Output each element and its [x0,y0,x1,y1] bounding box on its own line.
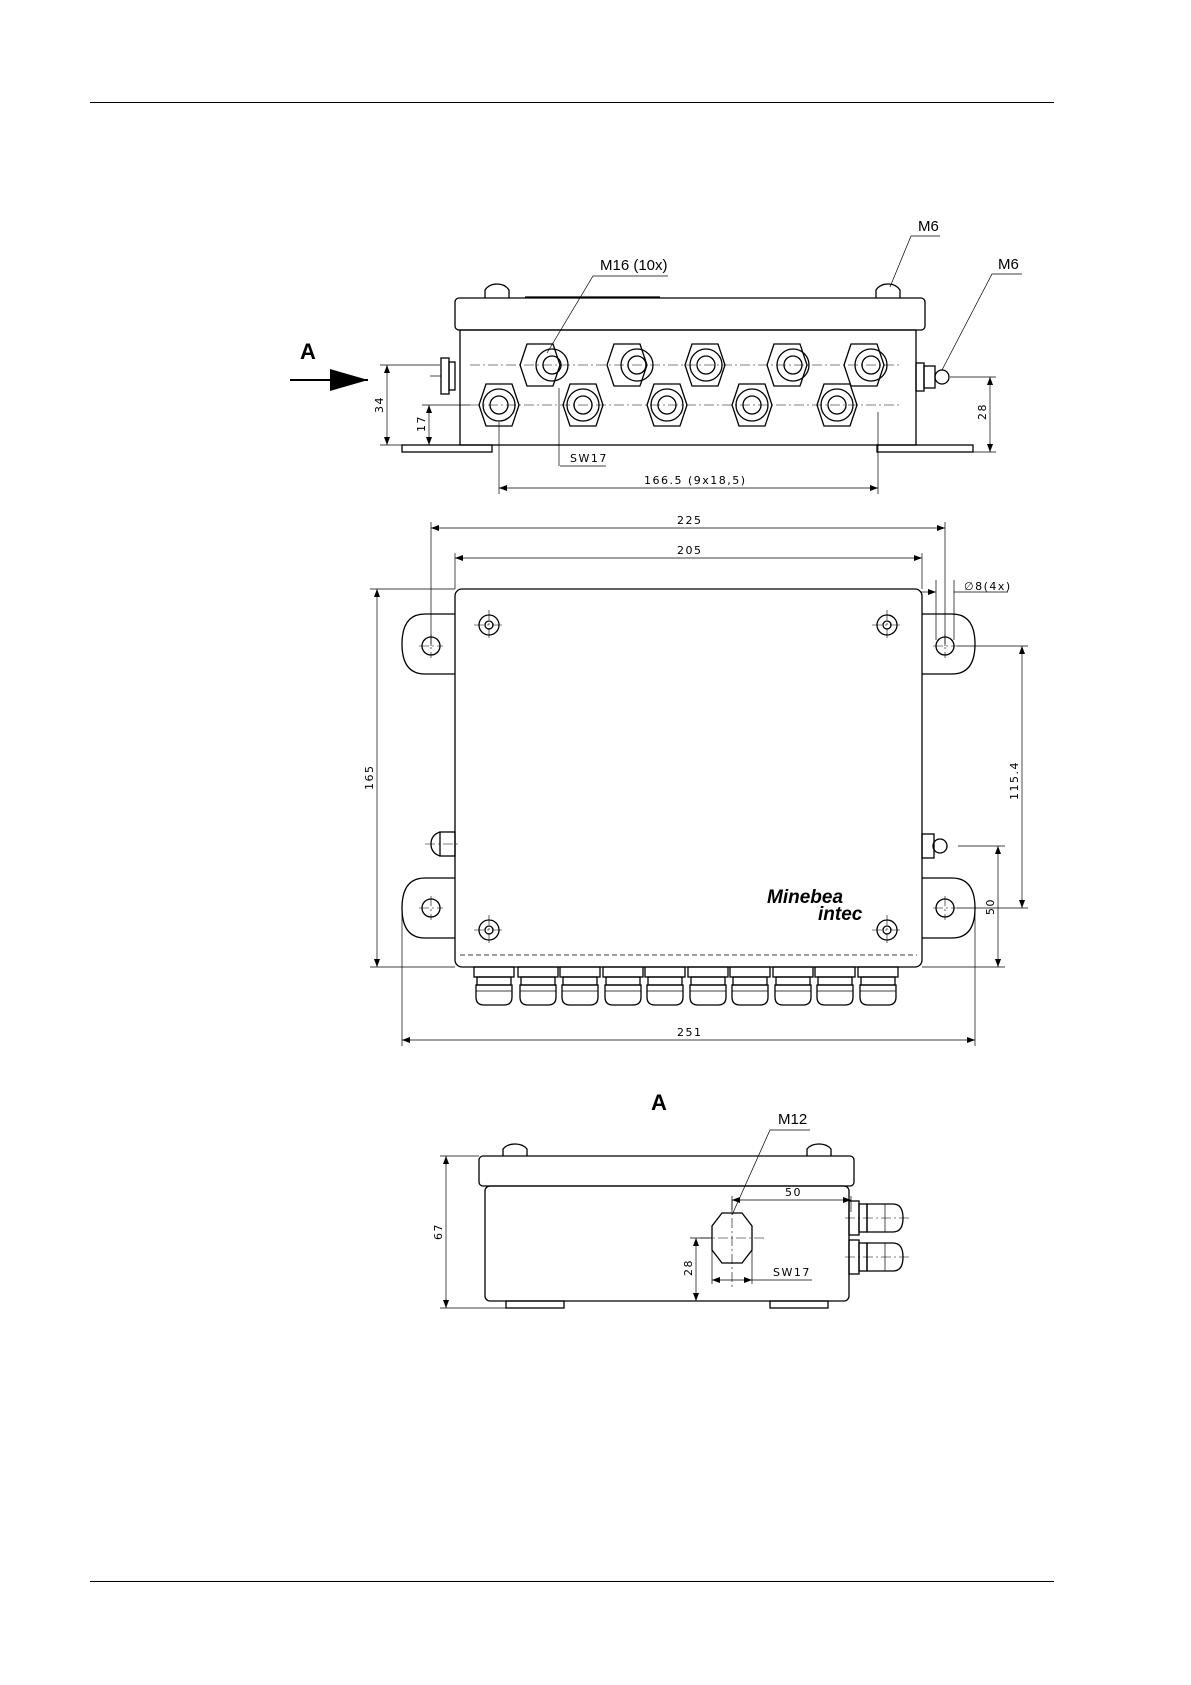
side-glands [845,1201,910,1274]
lug-top-right [922,614,975,674]
leader-m16 [547,276,668,353]
hole-dia: ∅8(4x) [964,580,1012,593]
stud-left [430,358,455,394]
side-dim-67: 67 [432,1223,445,1240]
dim-28: 28 [976,403,989,420]
dim-50: 50 [984,898,997,915]
label-a: A [300,339,316,364]
side-foot-right [770,1301,828,1308]
dim-115: 115.4 [1008,761,1021,800]
lug-top-left [402,614,455,674]
side-view-title: A [651,1090,667,1115]
lid-screw-right [876,284,900,298]
dim-165: 165 [363,765,376,791]
wrench-sw17: SW17 [570,452,608,465]
side-screw-right [807,1144,831,1156]
dim-34: 34 [373,396,386,413]
flange-right [877,445,973,452]
leader-m6-top [890,236,940,287]
dim-225: 225 [677,514,703,527]
plan-stud-left [425,832,458,856]
lid-screw-left [485,284,509,298]
flange-left [402,445,492,452]
dim-17: 17 [415,415,428,432]
brand-line2: intec [818,904,863,925]
side-dim-28: 28 [682,1259,695,1276]
side-wrench-sw17: SW17 [773,1266,811,1279]
callout-m12: M12 [778,1111,807,1128]
side-housing-outline [485,1186,849,1301]
leader-m6-side [942,274,1022,370]
front-view: A M16 (10x) M6 M6 34 17 28 SW17 166.5 (9… [290,218,1022,494]
side-screw-left [503,1144,527,1156]
dim-205: 205 [677,544,703,557]
side-foot-left [506,1301,564,1308]
dim-251: 251 [677,1026,703,1039]
dim-166: 166.5 (9x18,5) [644,474,747,487]
stud-right [916,363,949,391]
callout-m6-side: M6 [998,256,1019,273]
side-lid-outline [479,1156,854,1186]
plan-view: Minebea intec 225 205 ∅8(4x) [363,514,1028,1046]
side-view: A M12 67 [432,1090,910,1308]
leader-m12 [732,1130,810,1215]
side-dim-50: 50 [785,1186,802,1199]
callout-m16: M16 (10x) [600,257,668,274]
plan-stud-right [922,834,947,858]
gland-row-plan [474,967,898,1005]
housing-outline [460,330,916,445]
lid-outline [455,298,925,330]
callout-m6-top: M6 [918,218,939,235]
